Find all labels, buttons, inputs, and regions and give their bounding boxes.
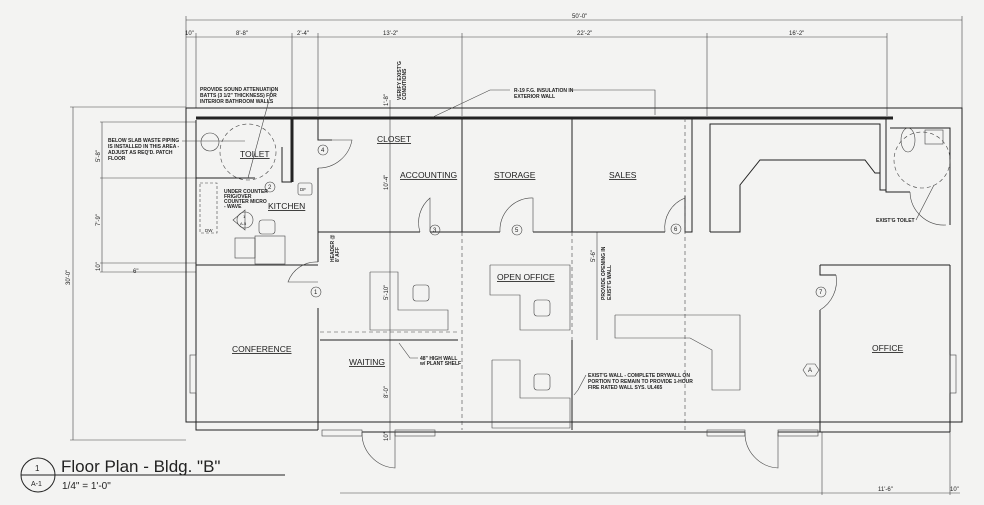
room-waiting: WAITING: [349, 357, 385, 367]
door-tags: 1 2 3 4 5 6 7 A 1 A-5 DF DW: [205, 144, 827, 377]
dim-center-3: 5'-10": [384, 285, 390, 300]
door-tag-2: 2: [268, 185, 272, 191]
dim-top-1: 10": [185, 31, 194, 37]
door-entry-east[interactable]: [744, 431, 779, 469]
note-existing-wall-1: EXIST'G WALL - COMPLETE DRYWALL ON: [588, 373, 690, 379]
dim-top-5: 22'-2": [577, 31, 592, 37]
door-accounting[interactable]: [418, 197, 431, 233]
walls: [185, 107, 963, 437]
room-labels: TOILET CLOSET ACCOUNTING STORAGE SALES K…: [232, 134, 903, 367]
room-storage: STORAGE: [494, 170, 536, 180]
doors: [287, 139, 947, 469]
dim-top-6: 16'-2": [789, 31, 804, 37]
door-conference[interactable]: [287, 261, 319, 283]
room-conference: CONFERENCE: [232, 344, 292, 354]
dim-center-5: 10": [384, 432, 390, 441]
note-sound-2: BATTS (3 1/2" THICKNESS) FOR: [200, 93, 277, 99]
title-detail-number: 1: [35, 464, 40, 473]
note-verify-1: VERIFY EXIST'G: [397, 61, 403, 100]
door-tag-5: 5: [515, 228, 519, 234]
dim-left-2: 7'-9": [96, 214, 102, 226]
fixture-df: DF: [300, 187, 306, 192]
note-opening-2: EXIST'G WALL: [607, 265, 613, 300]
note-fridge-3: COUNTER MICRO: [224, 199, 267, 205]
note-insulation-2: EXTERIOR WALL: [514, 94, 555, 100]
note-header-1: HEADER @: [330, 234, 336, 262]
door-tag-3: 3: [433, 228, 437, 234]
note-existing-wall-2: PORTION TO REMAIN TO PROVIDE 1-HOUR: [588, 379, 693, 385]
room-open-office: OPEN OFFICE: [497, 272, 555, 282]
drawing-scale: 1/4" = 1'-0": [62, 481, 111, 492]
dim-opening: 5'-6": [591, 250, 597, 262]
door-office[interactable]: [819, 274, 837, 311]
room-office: OFFICE: [872, 343, 903, 353]
dim-left-4: 6": [133, 269, 138, 275]
wall-tag: A: [808, 368, 812, 374]
door-existing-toilet[interactable]: [909, 191, 947, 226]
drawing-title: 1 A-1 Floor Plan - Bldg. "B" 1/4" = 1'-0…: [20, 457, 285, 493]
note-wall48-1: 48" HIGH WALL: [420, 356, 457, 362]
room-toilet: TOILET: [240, 149, 270, 159]
section-tag-sheet: A-5: [240, 221, 247, 226]
note-slab-3: ADJUST AS REQ'D. PATCH: [108, 150, 173, 156]
door-tag-7: 7: [819, 290, 823, 296]
door-closet[interactable]: [317, 139, 353, 169]
section-tag-number: 1: [243, 214, 246, 219]
room-closet: CLOSET: [377, 134, 411, 144]
note-fridge-4: - WAVE: [224, 204, 242, 210]
room-kitchen: KITCHEN: [268, 201, 305, 211]
dim-overall-width: 50'-0": [572, 14, 587, 20]
annotations: PROVIDE SOUND ATTENUATION BATTS (3 1/2" …: [108, 61, 935, 396]
fixture-dw: DW: [205, 228, 213, 233]
note-existing-toilet: EXIST'G TOILET: [876, 218, 915, 224]
door-storage[interactable]: [499, 197, 534, 233]
note-fridge-2: FRIG/OVER: [224, 194, 252, 200]
dim-center-2: 10'-4": [384, 175, 390, 190]
door-tag-1: 1: [314, 290, 318, 296]
note-existing-wall-3: FIRE RATED WALL SYS. UL465: [588, 385, 662, 391]
dim-top-4: 13'-2": [383, 31, 398, 37]
door-tag-4: 4: [321, 148, 325, 154]
note-insulation-1: R-19 F.G. INSULATION IN: [514, 88, 574, 94]
drawing-title-text: Floor Plan - Bldg. "B": [61, 457, 220, 476]
note-fridge-1: UNDER COUNTER: [224, 189, 268, 195]
dim-left-3: 10": [96, 262, 102, 271]
note-slab-4: FLOOR: [108, 156, 126, 162]
dimension-labels: 50'-0" 10" 8'-8" 2'-4" 13'-2" 22'-2" 16'…: [66, 14, 959, 493]
note-sound-1: PROVIDE SOUND ATTENUATION: [200, 87, 279, 93]
note-wall48-2: w/ PLANT SHELF: [419, 361, 461, 367]
dim-bottom-1: 11'-6": [878, 487, 893, 493]
dim-bottom-2: 10": [950, 487, 959, 493]
title-sheet: A-1: [31, 481, 42, 488]
note-header-2: 8' AFF: [335, 247, 341, 262]
dim-overall-depth: 30'-0": [66, 270, 72, 285]
dim-center-1: 1'-8": [384, 94, 390, 106]
room-sales: SALES: [609, 170, 637, 180]
dim-top-2: 8'-8": [236, 31, 248, 37]
dim-top-3: 2'-4": [297, 31, 309, 37]
room-accounting: ACCOUNTING: [400, 170, 457, 180]
note-slab-1: BELOW SLAB WASTE PIPING: [108, 138, 179, 144]
door-entry-west[interactable]: [361, 431, 396, 469]
dim-left-1: 5'-8": [96, 150, 102, 162]
note-verify-2: CONDITIONS: [402, 68, 408, 100]
note-slab-2: IS INSTALLED IN THIS AREA -: [108, 144, 180, 150]
door-tag-6: 6: [674, 227, 678, 233]
note-sound-3: INTERIOR BATHROOM WALLS: [200, 99, 274, 105]
door-sales[interactable]: [664, 197, 686, 233]
dimension-lines: [70, 16, 963, 495]
dim-center-4: 8'-0": [384, 386, 390, 398]
note-opening-1: PROVIDE OPENING IN: [601, 246, 607, 300]
